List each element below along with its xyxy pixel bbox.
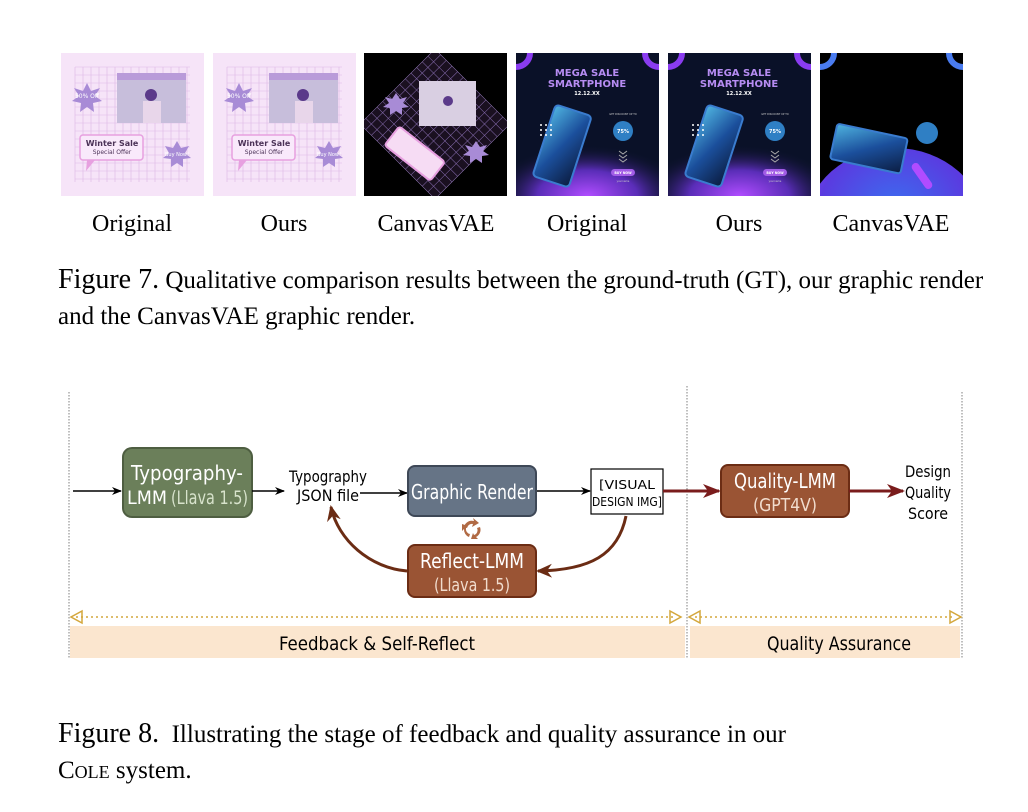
thumbnail-winter-original: 50% Off Winter Sale Special Offer Buy No… xyxy=(61,53,204,196)
winter-sale-canvasvae-image xyxy=(364,53,507,196)
visual-img-line1: [VISUAL xyxy=(599,478,655,492)
title-mega-sale: MEGA SALE xyxy=(555,68,620,79)
stage-label-feedback: Feedback & Self-Reflect xyxy=(279,633,475,655)
figure8-label: Figure 8. xyxy=(58,718,160,749)
thumbnail-winter-ours: 50% Off Winter Sale Special Offer Buy No… xyxy=(213,53,356,196)
badge-50-off: 50% Off xyxy=(75,93,100,100)
figure8-caption: Figure 8. Illustrating the stage of feed… xyxy=(58,716,988,789)
range-arrow-feedback xyxy=(69,609,683,625)
thumbnail-mega-ours: MEGA SALE SMARTPHONE 12.12.XX GET DISCOU… xyxy=(668,53,811,196)
thumb-label-original-1: Original xyxy=(92,211,172,237)
mega-sale-original-image: MEGA SALE SMARTPHONE 12.12.XX GET DISCOU… xyxy=(516,53,659,196)
thumb-label-canvasvae-1: CanvasVAE xyxy=(377,211,495,237)
node-json-file: Typography JSON file xyxy=(288,467,367,505)
mega-sale-canvasvae-image xyxy=(820,53,963,196)
footer-label: yourname xyxy=(769,180,782,183)
cole-system-name: Cole xyxy=(58,757,110,784)
node-graphic-render: Graphic Render xyxy=(407,465,537,517)
winter-sale-original-image: 50% Off Winter Sale Special Offer Buy No… xyxy=(61,53,204,196)
mega-sale-ours-image: MEGA SALE SMARTPHONE 12.12.XX GET DISCOU… xyxy=(668,53,811,196)
discount-value: 75% xyxy=(769,129,781,135)
node-quality-lmm: Quality-LMM (GPT4V) xyxy=(720,464,850,518)
node-typography-lmm: Typography- LMM (Llava 1.5) xyxy=(122,447,253,518)
thumbnail-winter-canvasvae xyxy=(364,53,507,196)
date-label: 12.12.XX xyxy=(726,91,752,97)
typography-lmm-line2a: LMM xyxy=(127,487,167,509)
badge-buy-now: Buy Now! xyxy=(165,152,189,158)
stage-band-feedback xyxy=(70,626,685,658)
score-line2: Quality xyxy=(905,483,951,502)
title-winter-sale: Winter Sale xyxy=(86,139,139,148)
title-mega-sale: MEGA SALE xyxy=(707,68,772,79)
node-visual-design-img: [VISUAL DESIGN IMG] xyxy=(590,468,664,515)
figure7-caption: Figure 7. Qualitative comparison results… xyxy=(58,262,988,335)
date-label: 12.12.XX xyxy=(574,91,600,97)
discount-label: GET DISCOUNT UP TO xyxy=(761,112,788,116)
graphic-render-label: Graphic Render xyxy=(411,480,534,504)
figure8-diagram: Feedback & Self-Reflect Quality Assuranc… xyxy=(0,380,1028,680)
thumb-label-ours-2: Ours xyxy=(715,211,763,237)
buy-now-label: BUY NOW xyxy=(614,171,632,175)
title-smartphone: SMARTPHONE xyxy=(548,79,627,90)
thumb-label-canvasvae-2: CanvasVAE xyxy=(832,211,950,237)
quality-lmm-line2: (GPT4V) xyxy=(753,495,817,516)
figure8-caption-text: Illustrating the stage of feedback and q… xyxy=(171,721,786,748)
subtitle-special-offer: Special Offer xyxy=(93,149,132,156)
winter-sale-ours-image: 50% Off Winter Sale Special Offer Buy No… xyxy=(213,53,356,196)
stage-band-quality xyxy=(690,626,960,658)
title-smartphone: SMARTPHONE xyxy=(700,79,779,90)
discount-label: GET DISCOUNT UP TO xyxy=(609,112,636,116)
figure8-caption-tail: system. xyxy=(109,757,192,784)
reflect-lmm-line1: Reflect-LMM xyxy=(420,549,524,573)
buy-now-label: BUY NOW xyxy=(766,171,784,175)
score-line3: Score xyxy=(908,504,948,523)
json-file-line2: JSON file xyxy=(296,486,359,505)
title-winter-sale: Winter Sale xyxy=(238,139,291,148)
thumbnail-mega-canvasvae xyxy=(820,53,963,196)
thumb-label-ours-1: Ours xyxy=(260,211,308,237)
json-file-line1: Typography xyxy=(288,467,367,486)
typography-lmm-line1: Typography- xyxy=(130,461,243,485)
range-arrow-quality xyxy=(687,609,963,625)
refresh-cycle-icon xyxy=(462,518,481,539)
badge-buy-now: Buy Now! xyxy=(317,152,341,158)
reflect-lmm-line2: (Llava 1.5) xyxy=(434,575,510,596)
figure7-label: Figure 7. xyxy=(58,264,160,295)
badge-50-off: 50% Off xyxy=(227,93,252,100)
arrow-visual-to-reflect xyxy=(536,515,628,578)
thumbnail-mega-original: MEGA SALE SMARTPHONE 12.12.XX GET DISCOU… xyxy=(516,53,659,196)
arrow-reflect-to-json xyxy=(327,505,408,573)
visual-img-line2: DESIGN IMG] xyxy=(592,495,662,509)
discount-value: 75% xyxy=(617,129,629,135)
footer-label: yourname xyxy=(617,180,630,183)
subtitle-special-offer: Special Offer xyxy=(245,149,284,156)
stage-label-quality: Quality Assurance xyxy=(767,633,911,655)
typography-lmm-line2b: (Llava 1.5) xyxy=(171,487,248,509)
node-design-quality-score: Design Quality Score xyxy=(905,462,951,523)
thumb-label-original-2: Original xyxy=(547,211,627,237)
quality-lmm-line1: Quality-LMM xyxy=(734,469,836,493)
score-line1: Design xyxy=(905,462,951,481)
figure7-caption-text: Qualitative comparison results between t… xyxy=(58,267,984,330)
node-reflect-lmm: Reflect-LMM (Llava 1.5) xyxy=(407,544,537,598)
